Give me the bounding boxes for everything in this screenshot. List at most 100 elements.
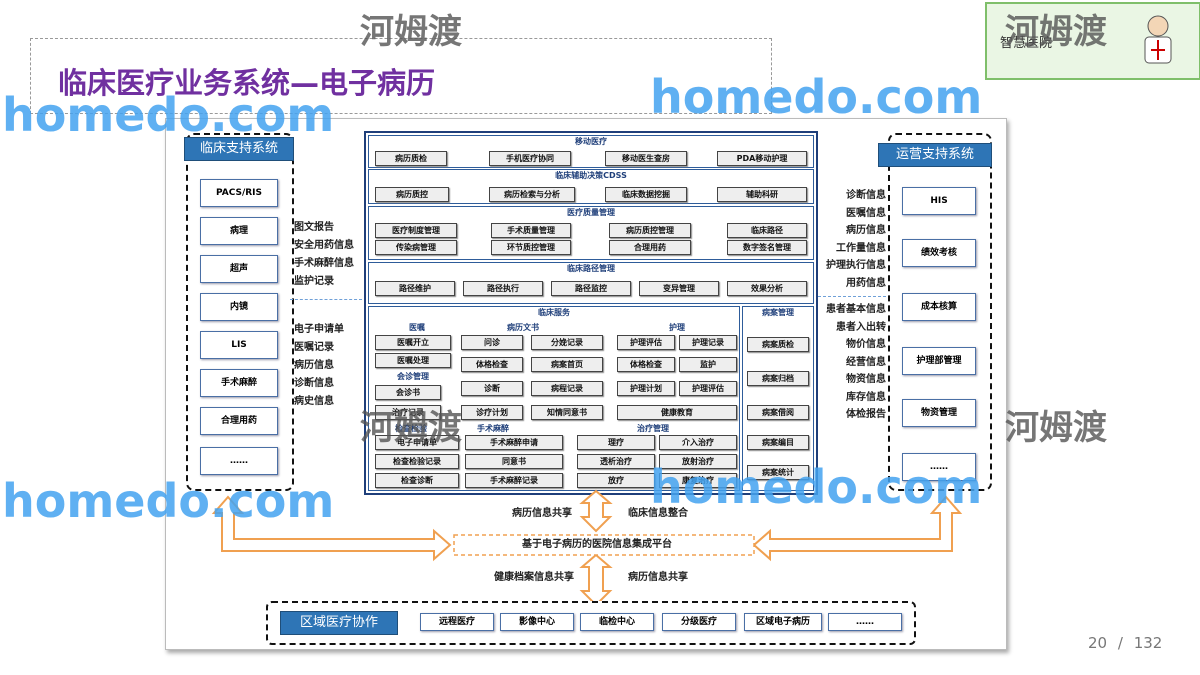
page-number: 20 / 132: [1088, 634, 1162, 652]
surgery-item: 同意书: [465, 454, 563, 469]
flow-bottom-right-label: 病历信息共享: [628, 572, 688, 583]
right-item-his: HIS: [902, 187, 976, 215]
watermark-cn: 河姆渡: [1005, 408, 1107, 448]
right-item-performance: 绩效考核: [902, 239, 976, 267]
quality-section: 医疗质量管理 医疗制度管理 手术质量管理 病历质控管理 临床路径 传染病管理 环…: [368, 206, 814, 260]
page-title: 临床医疗业务系统—电子病历: [58, 66, 436, 100]
right-label: 物资信息: [846, 374, 886, 385]
left-item-endoscopy: 内镜: [200, 293, 278, 321]
left-label: 病史信息: [294, 396, 334, 407]
watermark-homedo: homedo.com: [650, 460, 983, 514]
treatment-item: 介入治疗: [659, 435, 737, 450]
clinical-support-panel: 临床支持系统 PACS/RIS 病理 超声 内镜 LIS 手术麻醉 合理用药 ……: [184, 133, 294, 491]
right-label: 物价信息: [846, 339, 886, 350]
treatment-item: 理疗: [577, 435, 655, 450]
docs-item: 知情同意书: [531, 405, 603, 420]
exam-item: 电子申请单: [375, 435, 459, 450]
left-arrow-dashed: [290, 299, 362, 300]
center-emr-block: 移动医疗 病历质检 手机医疗协同 移动医生查房 PDA移动护理 临床辅助决策CD…: [364, 131, 818, 495]
docs-title: 病历文书: [507, 323, 539, 332]
page-separator: /: [1117, 634, 1123, 652]
nursing-item: 护理记录: [679, 335, 737, 350]
docs-item: 病案首页: [531, 357, 603, 372]
records-item: 病案质检: [747, 337, 809, 352]
regional-item: 区域电子病历: [744, 613, 822, 631]
clinical-path-section: 临床路径管理 路径维护 路径执行 路径监控 变异管理 效果分析: [368, 262, 814, 304]
left-item-lis: LIS: [200, 331, 278, 359]
left-item-more: ……: [200, 447, 278, 475]
path-item: 效果分析: [727, 281, 807, 296]
regional-item: 分级医疗: [662, 613, 736, 631]
clinical-support-header: 临床支持系统: [184, 137, 294, 161]
regional-item: ……: [828, 613, 902, 631]
integration-arrows: [211, 489, 963, 607]
left-item-pacs: PACS/RIS: [200, 179, 278, 207]
hospital-logo: [985, 2, 1200, 80]
consult-item: 会诊书: [375, 385, 441, 400]
flow-top-left-label: 病历信息共享: [512, 508, 572, 519]
treatment-title: 治疗管理: [637, 424, 669, 433]
right-arrow-dashed: [818, 296, 886, 297]
left-label: 电子申请单: [294, 324, 344, 335]
operations-support-panel: 运营支持系统 HIS 绩效考核 成本核算 护理部管理 物资管理 ……: [878, 133, 992, 491]
right-label: 患者入出转: [836, 321, 886, 333]
left-label: 病历信息: [294, 360, 334, 371]
regional-collaboration-panel: 区域医疗协作 远程医疗 影像中心 临检中心 分级医疗 区域电子病历 ……: [266, 601, 916, 645]
regional-item: 影像中心: [500, 613, 574, 631]
doctor-illustration-icon: [1144, 15, 1172, 64]
left-label: 医嘱记录: [294, 342, 334, 353]
docs-item: 诊疗计划: [461, 405, 523, 420]
path-item: 变异管理: [639, 281, 719, 296]
quality-title: 医疗质量管理: [567, 208, 615, 217]
consult-title: 会诊管理: [397, 372, 429, 381]
docs-item: 诊断: [461, 381, 523, 396]
left-item-anesthesia: 手术麻醉: [200, 369, 278, 397]
right-label: 患者基本信息: [826, 304, 886, 315]
right-item-materials: 物资管理: [902, 399, 976, 427]
regional-item: 临检中心: [580, 613, 654, 631]
nursing-item: 护理评估: [617, 335, 675, 350]
regional-header: 区域医疗协作: [280, 611, 398, 635]
quality-item: 传染病管理: [375, 240, 457, 255]
path-item: 路径监控: [551, 281, 631, 296]
left-item-drug-use: 合理用药: [200, 407, 278, 435]
title-frame: [30, 38, 772, 114]
mobile-item: 移动医生查房: [605, 151, 687, 166]
cdss-title: 临床辅助决策CDSS: [555, 171, 627, 180]
consult-item: 治疗记录: [375, 405, 441, 420]
docs-item: 分娩记录: [531, 335, 603, 350]
records-title: 病案管理: [762, 308, 794, 317]
bottom-double-arrow: [579, 553, 613, 607]
treatment-item: 放疗: [577, 473, 655, 488]
page-total: 132: [1133, 634, 1163, 652]
docs-item: 问诊: [461, 335, 523, 350]
left-label: 安全用药信息: [294, 240, 354, 251]
regional-item: 远程医疗: [420, 613, 494, 631]
records-item: 病案统计: [747, 465, 809, 480]
orders-title: 医嘱: [409, 323, 425, 332]
docs-item: 体格检查: [461, 357, 523, 372]
page-current: 20: [1088, 634, 1108, 652]
cdss-item: 临床数据挖掘: [605, 187, 687, 202]
exam-item: 检查检验记录: [375, 454, 459, 469]
nursing-item: 护理计划: [617, 381, 675, 396]
watermark-homedo: homedo.com: [2, 474, 335, 528]
path-item: 路径维护: [375, 281, 455, 296]
nursing-item: 健康教育: [617, 405, 737, 420]
clinical-service-section: 临床服务 医嘱 医嘱开立 医嘱处理 病历文书 问诊 分娩记录 体格检查 病案首页…: [368, 306, 740, 491]
treatment-item: 康复治疗: [659, 473, 737, 488]
clinical-service-title: 临床服务: [538, 308, 570, 317]
quality-item: 数字签名管理: [727, 240, 807, 255]
quality-item: 医疗制度管理: [375, 223, 457, 238]
cdss-section: 临床辅助决策CDSS 病历质控 病历检索与分析 临床数据挖掘 辅助科研: [368, 169, 814, 204]
records-item: 病案归档: [747, 371, 809, 386]
quality-item: 病历质控管理: [609, 223, 691, 238]
flow-bottom-left-label: 健康档案信息共享: [494, 572, 574, 583]
right-label: 医嘱信息: [846, 207, 886, 219]
left-label: 诊断信息: [294, 378, 334, 389]
operations-support-header: 运营支持系统: [878, 143, 992, 167]
right-labels: 诊断信息 医嘱信息 病历信息 工作量信息 护理执行信息 用药信息 患者基本信息 …: [818, 187, 886, 424]
watermark-cn: 河姆渡: [1005, 12, 1107, 52]
cdss-item: 病历质控: [375, 187, 449, 202]
orders-item: 医嘱处理: [375, 353, 451, 368]
